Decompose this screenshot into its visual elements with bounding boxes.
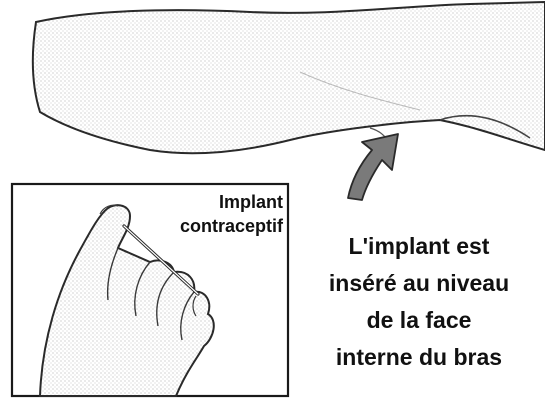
caption-line-4: interne du bras [296,339,542,376]
implant-label: Implant contraceptif [133,190,283,238]
implant-label-line-1: Implant [133,190,283,214]
caption-line-2: inséré au niveau [296,265,542,302]
implant-label-line-2: contraceptif [133,214,283,238]
caption-line-3: de la face [296,302,542,339]
caption-line-1: L'implant est [296,228,542,265]
insertion-arrow [348,134,398,200]
caption-text: L'implant est inséré au niveau de la fac… [296,228,542,376]
arm-drawing [33,2,545,160]
